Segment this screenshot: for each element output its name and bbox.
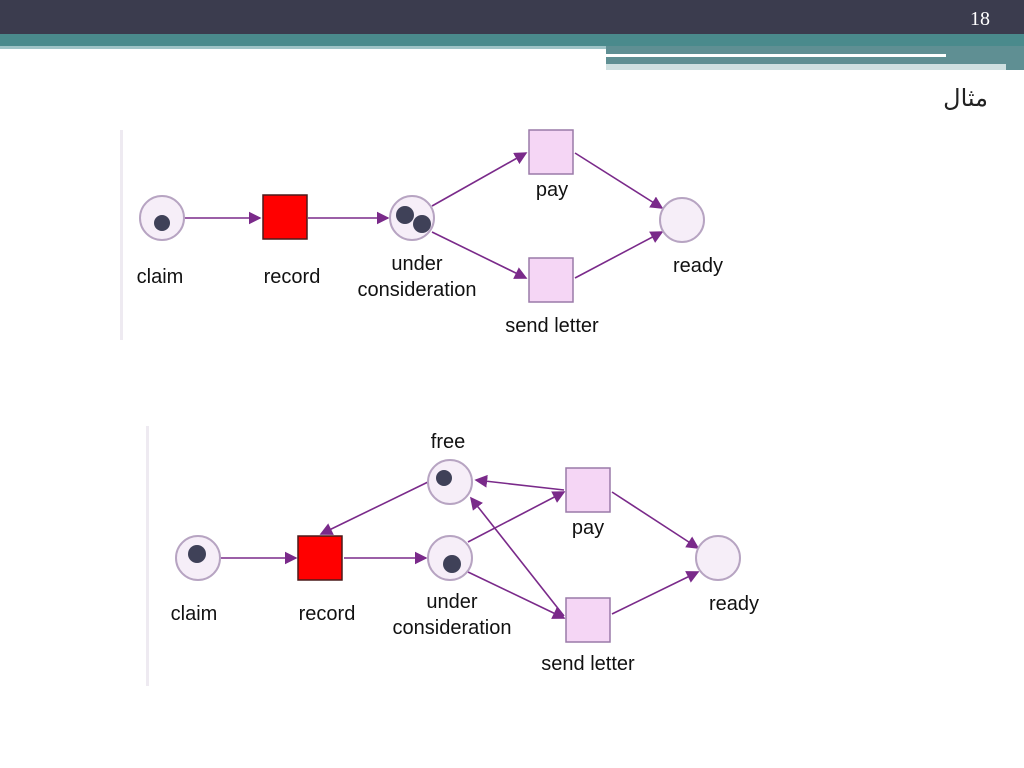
label-claim: claim — [137, 266, 184, 288]
arc-send-free — [470, 496, 565, 617]
transition-pay — [565, 467, 611, 513]
label-pay: pay — [572, 517, 604, 539]
label-send-letter: send letter — [541, 653, 635, 675]
token — [188, 545, 206, 563]
arc-under-send — [467, 571, 566, 619]
label-pay: pay — [536, 179, 568, 201]
label-free: free — [431, 431, 465, 453]
arc-under-send — [431, 231, 528, 279]
label-send-letter: send letter — [505, 315, 599, 337]
place-under-consideration — [389, 195, 435, 241]
place-ready — [659, 197, 705, 243]
place-free — [427, 459, 473, 505]
header-thin-stripe — [0, 46, 1024, 49]
place-ready — [695, 535, 741, 581]
label-claim: claim — [171, 603, 218, 625]
transition-send-letter — [565, 597, 611, 643]
transition-pay — [528, 129, 574, 175]
place-under-consideration — [427, 535, 473, 581]
label-record: record — [299, 603, 356, 625]
petri-net-diagram-1: claim record under consideration pay sen… — [120, 126, 740, 340]
label-under: under — [426, 591, 477, 613]
token — [396, 206, 414, 224]
label-ready: ready — [709, 593, 759, 615]
arc-pay-free — [474, 474, 565, 491]
label-under: under — [391, 253, 442, 275]
place-claim — [139, 195, 185, 241]
label-consideration: consideration — [393, 617, 512, 639]
petri-net-diagram-2: free claim record under consideration pa… — [146, 426, 776, 688]
slide-number: 18 — [970, 8, 990, 30]
arc-under-pay — [467, 491, 566, 543]
transition-record — [262, 194, 308, 240]
header-bar — [0, 0, 1024, 34]
token — [443, 555, 461, 573]
token — [154, 215, 170, 231]
label-ready: ready — [673, 255, 723, 277]
arc-under-pay — [431, 152, 528, 207]
header-stripe — [0, 34, 1024, 46]
place-claim — [175, 535, 221, 581]
token — [436, 470, 452, 486]
header-deco-line — [606, 54, 946, 57]
arc-pay-ready — [611, 491, 700, 549]
arc-send-ready — [611, 571, 700, 615]
slide-title: مثال — [943, 84, 988, 112]
header-deco-line-lower — [606, 64, 1006, 70]
token — [413, 215, 431, 233]
arc-send-ready — [574, 231, 664, 279]
label-consideration: consideration — [358, 279, 477, 301]
transition-send-letter — [528, 257, 574, 303]
transition-record — [297, 535, 343, 581]
arc-pay-ready — [574, 152, 664, 209]
label-record: record — [264, 266, 321, 288]
arc-free-record — [319, 481, 429, 535]
